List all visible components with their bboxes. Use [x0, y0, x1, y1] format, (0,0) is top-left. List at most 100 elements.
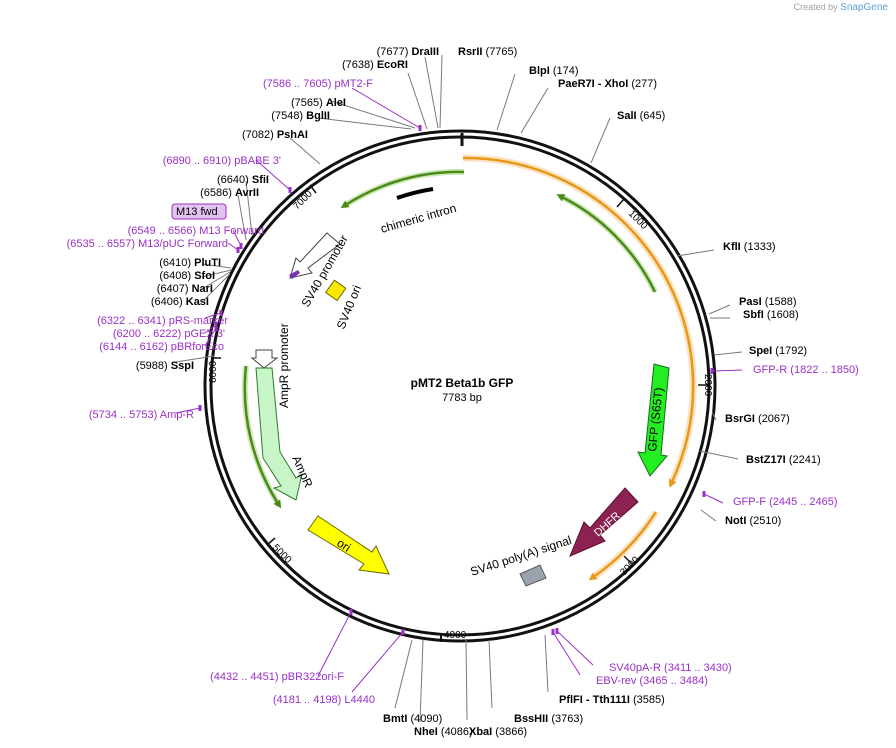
site-name: NheI — [414, 726, 438, 738]
site-position: (6586) — [200, 187, 232, 199]
site-position: (7548) — [271, 110, 303, 122]
enzyme-label[interactable]: PasI (1588) — [739, 296, 797, 308]
site-name: pRS-marker — [169, 315, 229, 327]
site-name: RsrII — [458, 46, 482, 58]
site-position: (6535 .. 6557) — [67, 238, 136, 250]
primer-label[interactable]: GFP-F (2445 .. 2465) — [733, 496, 838, 508]
primer-label[interactable]: (6549 .. 6566) M13 Forward — [128, 225, 264, 237]
enzyme-label[interactable]: (7082) PshAI — [242, 129, 308, 141]
primer-label[interactable]: SV40pA-R (3411 .. 3430) — [609, 662, 732, 674]
primer-site-marker — [401, 629, 405, 635]
feature-sv40-promoter[interactable]: SV40 promoter — [289, 232, 351, 310]
site-name: EcoRI — [377, 59, 408, 71]
orf-arc-1 — [462, 156, 695, 488]
tick-label-5000: 5000 — [270, 542, 294, 566]
enzyme-label[interactable]: SbfI (1608) — [743, 309, 799, 321]
site-position: (7565) — [291, 97, 323, 109]
leader-line — [488, 639, 493, 709]
site-position: (7586 .. 7605) — [263, 78, 332, 90]
leader-line — [289, 137, 321, 165]
enzyme-label[interactable]: BsrGI (2067) — [725, 413, 790, 425]
enzyme-label[interactable]: XbaI (3866) — [469, 726, 527, 738]
primer-site-marker — [418, 125, 422, 131]
primer-label[interactable]: (4432 .. 4451) pBR322ori-F — [210, 671, 344, 683]
primer-label[interactable]: GFP-R (1822 .. 1850) — [753, 364, 859, 376]
site-name: L4440 — [344, 694, 375, 706]
primer-label[interactable]: (6535 .. 6557) M13/pUC Forward — [67, 238, 228, 250]
leader-line — [394, 639, 413, 709]
primer-label[interactable]: (5734 .. 5753) Amp-R — [89, 409, 194, 421]
site-name: BmtI — [383, 713, 407, 725]
primer-label[interactable]: EBV-rev (3465 .. 3484) — [596, 675, 708, 687]
enzyme-label[interactable]: (7548) BglII — [271, 110, 330, 122]
feature-sv40-polya[interactable]: SV40 poly(A) signal — [469, 533, 574, 587]
site-position: (6549 .. 6566) — [128, 225, 197, 237]
leader-line — [703, 493, 724, 504]
primer-site-marker — [198, 405, 202, 411]
primer-label[interactable]: (7586 .. 7605) pMT2-F — [263, 78, 373, 90]
feature-m13-fwd-tag[interactable]: M13 fwd — [171, 203, 227, 220]
enzyme-label[interactable]: RsrII (7765) — [458, 46, 517, 58]
site-name: SpeI — [749, 345, 772, 357]
enzyme-label[interactable]: BssHII (3763) — [514, 713, 583, 725]
tick-2000: 2000 — [698, 374, 713, 397]
enzyme-label[interactable]: BstZ17I (2241) — [746, 454, 821, 466]
site-position: (3763) — [551, 713, 583, 725]
enzyme-label[interactable]: (6410) PluTI — [159, 257, 221, 269]
primer-label[interactable]: (6890 .. 6910) pBABE 3' — [163, 155, 281, 167]
primer-label[interactable]: (6200 .. 6222) pGEX 3' — [113, 328, 225, 340]
feature-chimeric-intron[interactable]: chimeric intron — [379, 187, 458, 236]
enzyme-label[interactable]: (6407) NarI — [157, 283, 213, 295]
primer-label[interactable]: (6322 .. 6341) pRS-marker — [97, 315, 228, 327]
feature-label-gfp: GFP (S65T) — [645, 387, 666, 453]
feature-sv40-ori[interactable]: SV40 ori — [324, 279, 364, 331]
leader-line — [711, 411, 717, 421]
feature-ampr-promoter[interactable]: AmpR promoter — [250, 323, 291, 408]
leader-line — [496, 73, 516, 131]
leader-line — [237, 194, 247, 241]
leader-line — [317, 117, 412, 130]
site-name: PflFI - Tth111I — [559, 694, 630, 706]
site-position: (7638) — [342, 59, 374, 71]
enzyme-label[interactable]: (6586) AvrII — [200, 187, 259, 199]
backbone-outer-ring — [203, 129, 717, 643]
enzyme-label[interactable]: BlpI (174) — [529, 65, 579, 77]
feature-gfp[interactable]: GFP (S65T) — [637, 363, 670, 477]
tick-5000: 5000 — [266, 537, 294, 566]
leader-line — [227, 242, 239, 251]
leader-line — [699, 450, 739, 460]
enzyme-label[interactable]: NotI (2510) — [725, 515, 781, 527]
leader-line — [330, 100, 416, 129]
enzyme-label[interactable]: (7565) AleI — [291, 97, 346, 109]
enzyme-label[interactable]: (7677) DraIII — [377, 46, 439, 58]
site-name: BglII — [306, 110, 330, 122]
primer-label[interactable]: (6144 .. 6162) pBRforEco — [99, 341, 224, 353]
enzyme-label[interactable]: SalI (645) — [617, 110, 665, 122]
leader-line — [201, 271, 231, 290]
enzyme-label[interactable]: (6408) SfoI — [159, 270, 215, 282]
credit-prefix: Created by — [793, 2, 838, 12]
enzyme-label[interactable]: PflFI - Tth111I (3585) — [559, 694, 665, 706]
enzyme-label[interactable]: (7638) EcoRI — [342, 59, 408, 71]
enzyme-label[interactable]: (5988) SspI — [136, 360, 194, 372]
site-position: (1822 .. 1850) — [790, 364, 859, 376]
enzyme-label[interactable]: BmtI (4090) — [383, 713, 442, 725]
site-position: (1608) — [767, 309, 799, 321]
enzyme-label[interactable]: NheI (4086) — [414, 726, 473, 738]
site-name: pMT2-F — [335, 78, 374, 90]
feature-label-sv40-polya: SV40 poly(A) signal — [469, 533, 574, 579]
site-labels: (7677) DraIII(7638) EcoRI (7586 .. 7605) … — [67, 46, 859, 738]
site-position: (2241) — [789, 454, 821, 466]
site-name: M13 Forward — [199, 225, 264, 237]
enzyme-label[interactable]: (6640) SfiI — [217, 174, 269, 186]
backbone-inner-ring — [209, 135, 711, 637]
feature-ori[interactable]: ori — [307, 515, 390, 575]
enzyme-label[interactable]: SpeI (1792) — [749, 345, 807, 357]
enzyme-label[interactable]: PaeR7I - XhoI (277) — [558, 78, 657, 90]
enzyme-label[interactable]: (6406) KasI — [151, 296, 209, 308]
snapgene-logo: SnapGene — [840, 2, 888, 13]
enzyme-label[interactable]: KflI (1333) — [723, 241, 776, 253]
leader-line — [351, 87, 421, 129]
primer-label[interactable]: (4181 .. 4198) L4440 — [273, 694, 375, 706]
